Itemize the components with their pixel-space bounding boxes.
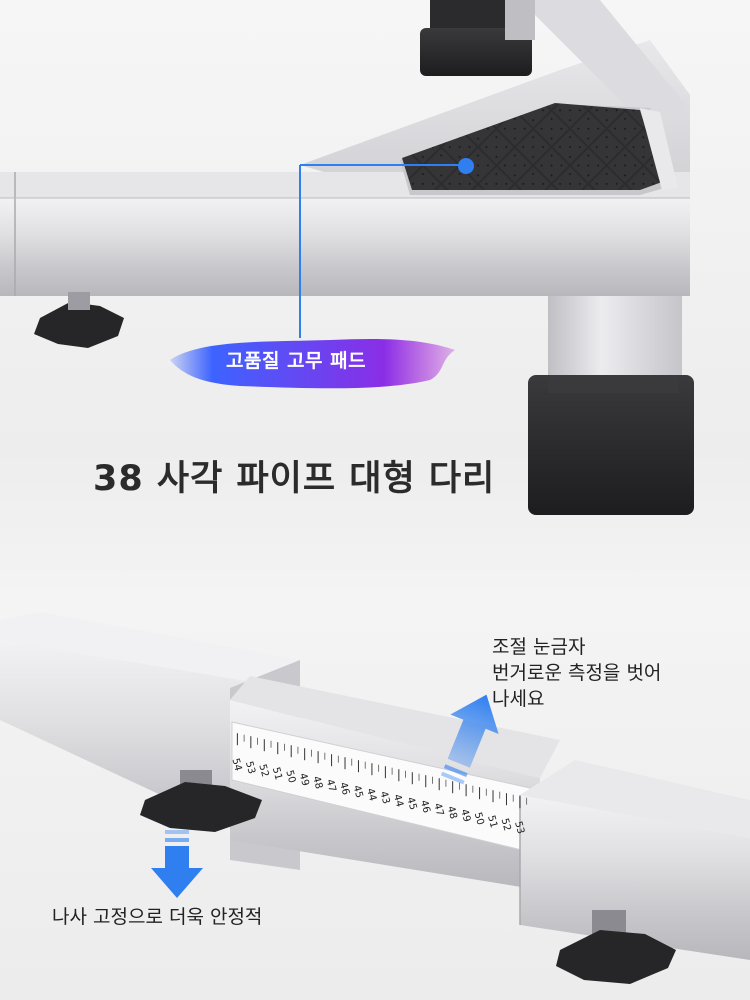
pad-label: 고품질 고무 패드: [226, 350, 367, 372]
ruler-tick-label: 49: [297, 772, 311, 787]
ruler-tick-label: 53: [512, 820, 526, 835]
ruler-tick-label: 47: [324, 778, 338, 793]
ruler-tick-label: 44: [391, 793, 405, 808]
pad-label-brush: [170, 339, 455, 389]
screw-note: 나사 고정으로 더욱 안정적: [52, 906, 263, 928]
bottom-left-knob: [140, 782, 262, 832]
arrow-down-icon: [151, 830, 203, 898]
ruler-tick-label: 49: [458, 808, 472, 823]
bottom-right-knob: [556, 930, 676, 984]
ruler-note: 조절 눈금자 번거로운 측정을 벗어 나세요: [492, 636, 662, 710]
page-headline: 38 사각 파이프 대형 다리: [93, 459, 496, 499]
ruler-tick-label: 52: [256, 763, 270, 778]
ruler-tick-label: 48: [445, 805, 459, 820]
ruler-tick-label: 51: [485, 814, 499, 829]
ruler-tick-label: 54: [229, 757, 243, 772]
front-leg-foot: [528, 375, 694, 515]
arrow-up-icon: [440, 694, 499, 785]
ruler-tick-label: 46: [418, 799, 432, 814]
ruler-tick-label: 45: [404, 796, 418, 811]
ruler-tick-label: 52: [499, 817, 513, 832]
right-sleeve: [520, 795, 750, 960]
ruler-tick-label: 53: [243, 760, 257, 775]
left-knob: [34, 302, 124, 348]
ruler-tick-label: 47: [431, 802, 445, 817]
ruler-tick-label: 48: [310, 775, 324, 790]
ruler-tick-label: 46: [337, 781, 351, 796]
ruler-tick-label: 50: [283, 769, 297, 784]
ruler-tick-label: 43: [377, 790, 391, 805]
pad-callout-dot: [458, 158, 474, 174]
front-pipe: [0, 198, 690, 296]
ruler-tick-label: 51: [270, 766, 284, 781]
ruler-tick-label: 45: [351, 784, 365, 799]
ruler-tick-label: 50: [472, 811, 486, 826]
ruler-tick-label: 44: [364, 787, 378, 802]
